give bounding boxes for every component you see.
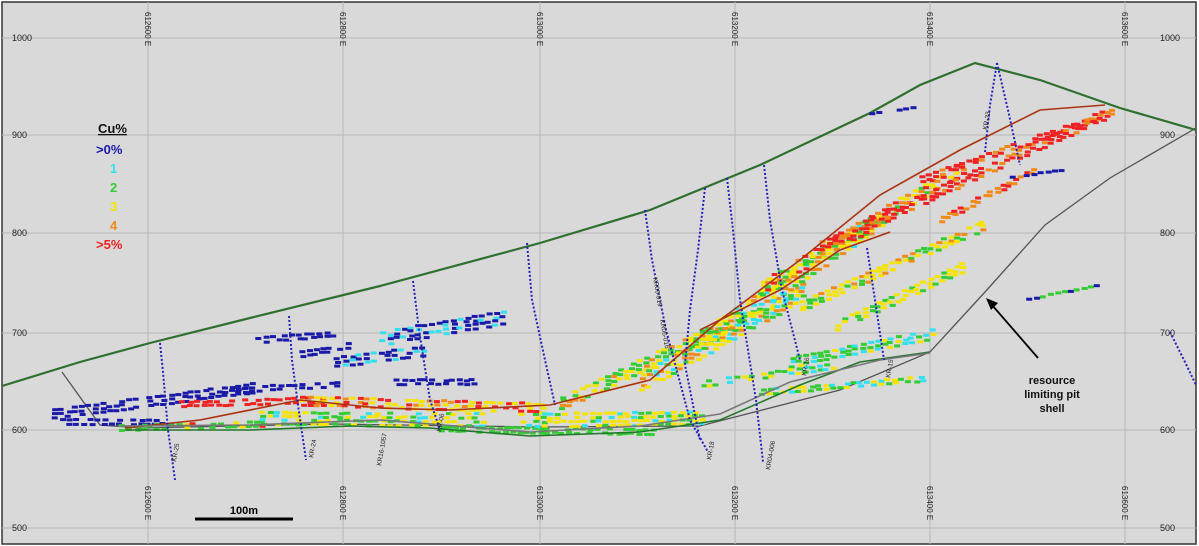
easting-label-top: 612600 E (143, 12, 152, 46)
elevation-label-right: 500 (1160, 523, 1175, 533)
legend-item-label: >0% (96, 142, 123, 157)
scale-bar: 100m (195, 505, 293, 521)
ore-zone-outlines (119, 104, 1106, 437)
elevation-label-right: 600 (1160, 425, 1175, 435)
drillhole-trace (726, 177, 764, 463)
drillhole-label: KR-06 (436, 413, 446, 433)
drillhole-label: KR-18 (706, 441, 716, 461)
drillhole-label: KR-15 (885, 359, 895, 379)
easting-label-bottom: 613400 E (925, 486, 934, 520)
legend-item-label: >5% (96, 237, 123, 252)
legend-item-label: 2 (110, 180, 117, 195)
elevation-label-left: 800 (12, 228, 27, 238)
elevation-label-left: 500 (12, 523, 27, 533)
easting-label-top: 613200 E (730, 12, 739, 46)
elevation-label-right: 1000 (1160, 33, 1180, 43)
easting-label-top: 612800 E (338, 12, 347, 46)
elevation-label-left: 700 (12, 328, 27, 338)
easting-label-top: 613000 E (535, 12, 544, 46)
easting-label-top: 613400 E (925, 12, 934, 46)
legend-item-label: 1 (110, 161, 117, 176)
drillhole-label: KR-25 (171, 443, 181, 463)
elevation-label-left: 600 (12, 425, 27, 435)
drillhole-label: KR-16 (801, 357, 811, 377)
legend: Cu% >0% 1 2 3 4 >5% (96, 121, 127, 252)
drillhole-label: KR-33 (982, 111, 992, 131)
elevation-label-right: 900 (1160, 130, 1175, 140)
drillhole-trace (644, 209, 709, 453)
drillhole-trace (996, 62, 1021, 166)
legend-item-label: 4 (110, 218, 118, 233)
elevation-label-left: 900 (12, 130, 27, 140)
topography-line (1, 61, 1197, 388)
easting-label-bottom: 612800 E (338, 486, 347, 520)
legend-title: Cu% (98, 121, 127, 136)
drillhole-trace (866, 247, 885, 361)
drillhole-trace (683, 187, 706, 441)
easting-label-top: 613600 E (1120, 12, 1129, 46)
elevation-label-left: 1000 (12, 33, 32, 43)
easting-label-bottom: 613000 E (535, 486, 544, 520)
drillhole-trace (288, 315, 307, 461)
legend-item-label: 3 (110, 199, 117, 214)
easting-label-bottom: 613200 E (730, 486, 739, 520)
drillhole-trace (1169, 331, 1197, 386)
elevation-label-right: 800 (1160, 228, 1175, 238)
drillhole-trace (526, 242, 556, 406)
drillholes (159, 62, 1197, 481)
drillhole-label: KR-24 (308, 439, 318, 459)
easting-label-bottom: 612600 E (143, 486, 152, 520)
elevation-label-right: 700 (1160, 328, 1175, 338)
drillhole-trace (159, 342, 176, 481)
drillhole-trace (412, 280, 441, 431)
scale-bar-label: 100m (230, 505, 258, 517)
easting-label-bottom: 613600 E (1120, 486, 1129, 520)
